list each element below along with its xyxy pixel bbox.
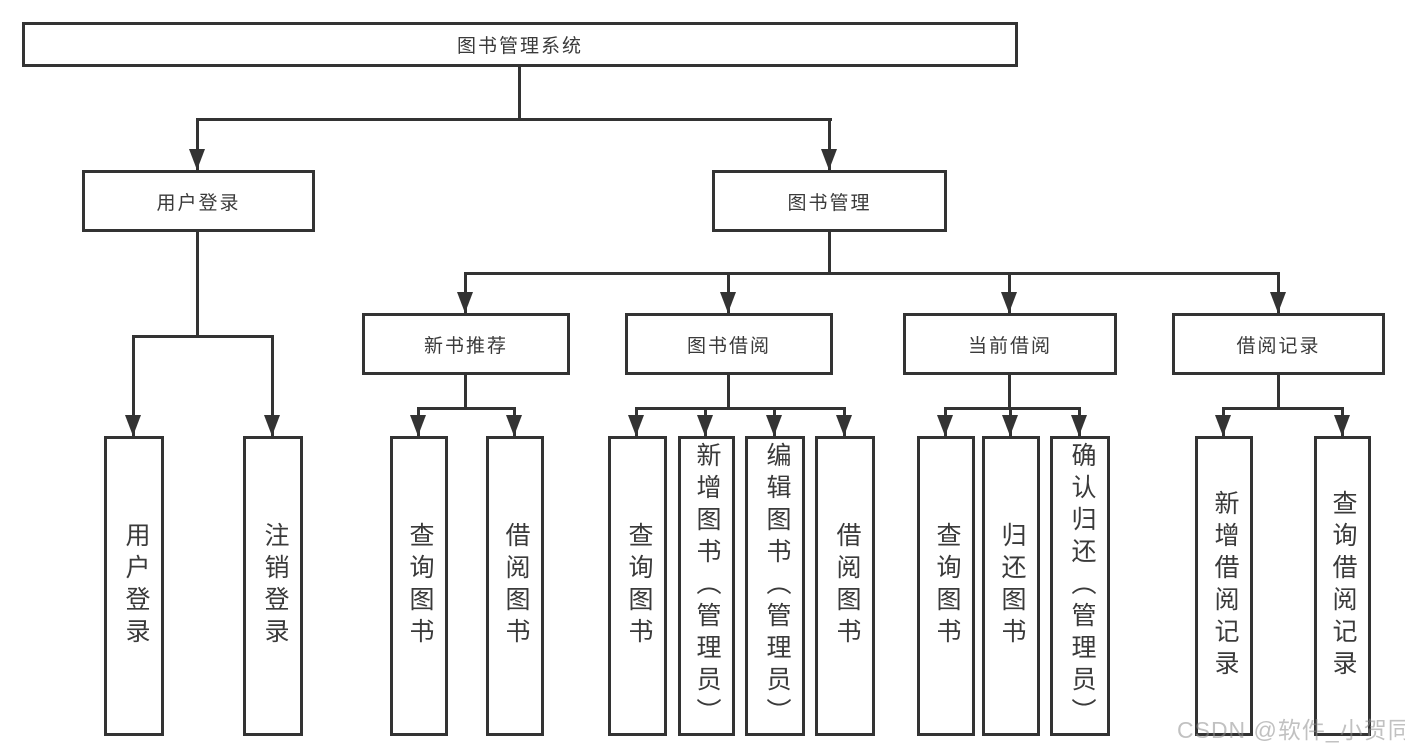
connector-arrow-records-add xyxy=(1215,407,1231,436)
csdn-watermark: CSDN @软件_小贺同学 xyxy=(1177,717,1405,743)
leaf-edit-books-admin: 编辑图书（管理员） xyxy=(745,436,805,736)
connector-arrow-leaf-user-login xyxy=(125,335,141,436)
leaf-logout: 注销登录 xyxy=(243,436,303,736)
connector-arrow-new-borrow xyxy=(506,407,522,436)
connector-arrow-records-query xyxy=(1334,407,1350,436)
leaf-current-query-books: 查询图书 xyxy=(917,436,975,736)
node-label: 查询图书 xyxy=(406,522,434,650)
node-label: 用户登录 xyxy=(122,522,150,650)
connector-arrow-borrow-records xyxy=(1270,272,1286,313)
leaf-add-borrow-record: 新增借阅记录 xyxy=(1195,436,1253,736)
connector-arrow-borrow-query xyxy=(628,407,644,436)
node-current-borrow: 当前借阅 xyxy=(903,313,1117,375)
node-label: 新增借阅记录 xyxy=(1211,490,1239,682)
connector-arrow-current-borrow xyxy=(1001,272,1017,313)
connector-records-bar xyxy=(1222,407,1344,410)
leaf-query-borrow-record: 查询借阅记录 xyxy=(1314,436,1371,736)
connector-new-bar xyxy=(417,407,516,410)
connector-new-stem xyxy=(464,375,467,407)
connector-root-bar xyxy=(196,118,832,121)
connector-borrow-bar xyxy=(635,407,846,410)
node-label: 编辑图书（管理员） xyxy=(763,442,791,730)
node-label: 查询图书 xyxy=(625,522,653,650)
node-label: 归还图书 xyxy=(998,522,1026,650)
connector-arrow-borrow-borrow xyxy=(836,407,852,436)
node-borrow-records: 借阅记录 xyxy=(1172,313,1385,375)
node-label: 新增图书（管理员） xyxy=(693,442,721,730)
connector-arrow-book-management xyxy=(821,118,837,170)
node-label: 图书管理 xyxy=(787,192,872,214)
connector-root-stem xyxy=(518,66,521,119)
connector-user-stem xyxy=(196,232,199,335)
connector-user-bar xyxy=(132,335,274,338)
node-book-borrow: 图书借阅 xyxy=(625,313,833,375)
node-new-book-recommend: 新书推荐 xyxy=(362,313,570,375)
node-label: 图书管理系统 xyxy=(456,36,583,57)
connector-arrow-leaf-logout xyxy=(264,335,280,436)
node-label: 借阅记录 xyxy=(1236,335,1321,357)
node-label: 新书推荐 xyxy=(423,335,508,357)
node-label: 查询借阅记录 xyxy=(1329,490,1357,682)
node-user-login: 用户登录 xyxy=(82,170,315,232)
node-label: 借阅图书 xyxy=(502,522,530,650)
connector-arrow-borrow-edit xyxy=(766,407,782,436)
connector-arrow-current-confirm xyxy=(1071,407,1087,436)
connector-mgmt-stem xyxy=(828,232,831,272)
connector-arrow-user-login xyxy=(189,118,205,170)
connector-current-stem xyxy=(1008,375,1011,407)
leaf-user-login: 用户登录 xyxy=(104,436,164,736)
node-label: 用户登录 xyxy=(156,192,241,214)
leaf-borrow-borrow-books: 借阅图书 xyxy=(815,436,875,736)
connector-records-stem xyxy=(1277,375,1280,407)
node-label: 当前借阅 xyxy=(967,335,1052,357)
node-label: 注销登录 xyxy=(261,522,289,650)
connector-mgmt-bar xyxy=(464,272,1280,275)
leaf-new-borrow-books: 借阅图书 xyxy=(486,436,544,736)
connector-arrow-new-books xyxy=(457,272,473,313)
node-book-management: 图书管理 xyxy=(712,170,947,232)
connector-arrow-current-query xyxy=(937,407,953,436)
connector-arrow-book-borrow xyxy=(720,272,736,313)
connector-arrow-borrow-add xyxy=(697,407,713,436)
leaf-add-books-admin: 新增图书（管理员） xyxy=(678,436,735,736)
node-label: 图书借阅 xyxy=(686,335,771,357)
connector-arrow-current-return xyxy=(1002,407,1018,436)
node-root-system: 图书管理系统 xyxy=(22,22,1018,67)
connector-current-bar xyxy=(944,407,1081,410)
leaf-new-query-books: 查询图书 xyxy=(390,436,448,736)
connector-arrow-new-query xyxy=(410,407,426,436)
leaf-borrow-query-books: 查询图书 xyxy=(608,436,667,736)
node-label: 确认归还（管理员） xyxy=(1068,442,1096,730)
leaf-return-books: 归还图书 xyxy=(982,436,1040,736)
node-label: 查询图书 xyxy=(933,522,961,650)
connector-borrow-stem xyxy=(727,375,730,407)
leaf-confirm-return-admin: 确认归还（管理员） xyxy=(1050,436,1110,736)
node-label: 借阅图书 xyxy=(833,522,861,650)
